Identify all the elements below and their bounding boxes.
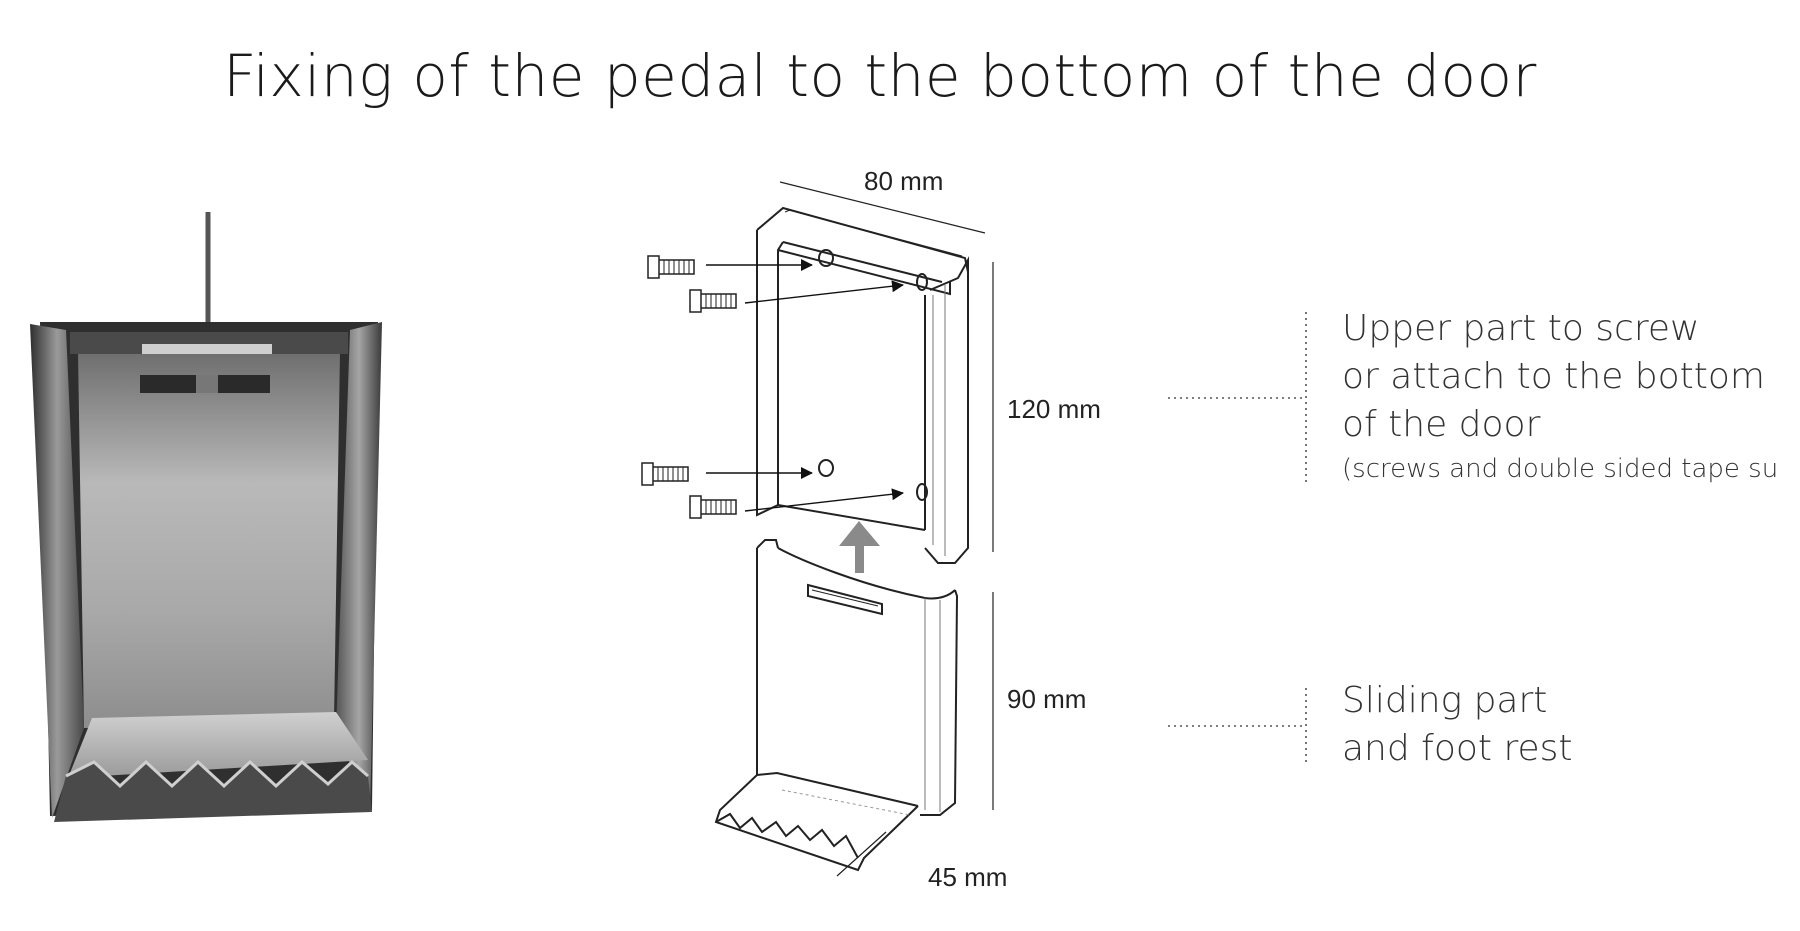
lower-part-drawing [714, 539, 959, 872]
photo-foot-rest [68, 712, 368, 778]
photo-left-flange [30, 324, 84, 818]
screw-2 [689, 289, 737, 313]
upper-hole-4 [916, 483, 928, 501]
upper-height-label: 120 mm [1007, 394, 1101, 424]
slide-up-arrow [839, 521, 880, 573]
lower-part-line-2: and foot rest [1342, 728, 1573, 769]
upper-hole-2 [916, 273, 928, 291]
screws [641, 255, 737, 519]
lower-part-line-1: Sliding part [1342, 680, 1548, 721]
screw-1 [647, 255, 695, 279]
upper-part-line-1: Upper part to screw [1342, 308, 1700, 349]
callout-leaders [1168, 312, 1307, 766]
screw-3 [641, 462, 689, 486]
upper-part-line-3: of the door [1342, 404, 1541, 445]
upper-part-drawing [756, 206, 969, 564]
lower-serrated-edge [715, 812, 859, 859]
width-dimension-line [779, 181, 986, 234]
width-label: 80 mm [864, 166, 944, 196]
photo-inner-panel [78, 352, 340, 728]
lower-part-description: Sliding part and foot rest [1342, 677, 1572, 773]
upper-part-line-2: or attach to the bottom [1342, 356, 1765, 397]
technical-drawing [641, 181, 994, 877]
upper-hole-3 [818, 459, 834, 477]
arrow-screw-2 [744, 280, 904, 304]
page-title: Fixing of the pedal to the bottom of the… [223, 42, 1537, 110]
pedal-photo [30, 212, 382, 822]
upper-part-description: Upper part to screw or attach to the bot… [1342, 305, 1778, 489]
screw-4 [689, 495, 737, 519]
photo-right-flange [336, 322, 382, 812]
upper-hole-1 [818, 249, 834, 267]
upper-part-note: (screws and double sided tape su [1342, 454, 1779, 484]
lower-height-label: 90 mm [1007, 684, 1087, 714]
screw-arrows [706, 259, 904, 512]
arrow-screw-4 [744, 488, 904, 512]
depth-label: 45 mm [928, 862, 1008, 892]
depth-dimension-line [836, 831, 887, 877]
lower-slot [807, 583, 883, 616]
photo-serrated-edge [54, 762, 372, 822]
